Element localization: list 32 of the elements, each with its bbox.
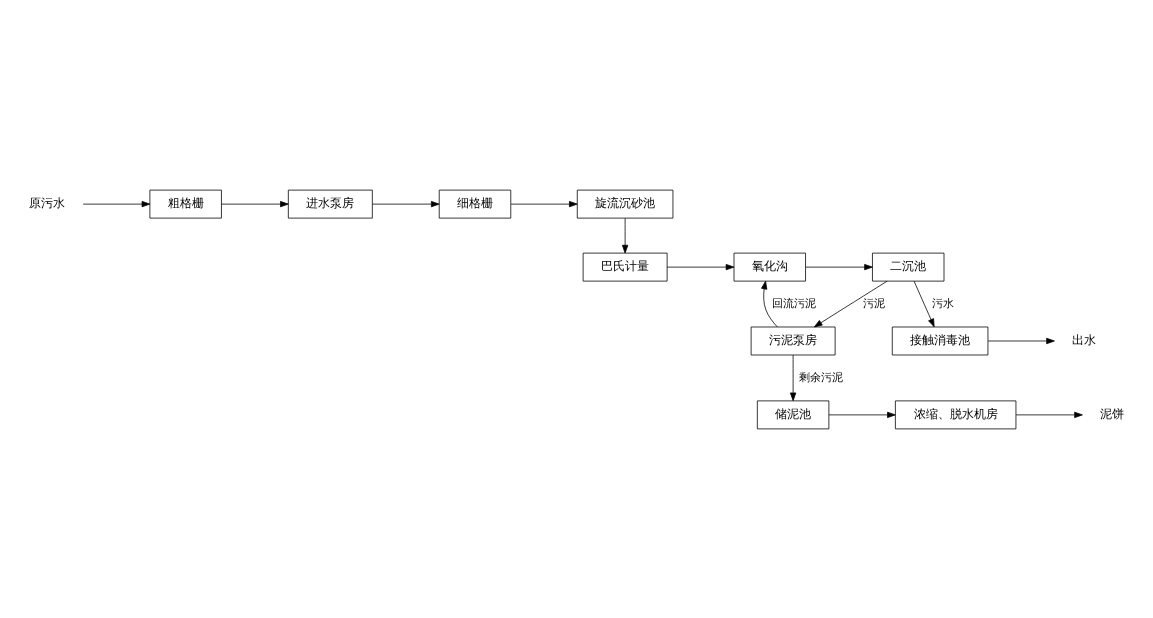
arrow — [622, 217, 629, 253]
node-box: 储泥池 — [756, 400, 830, 429]
arrow — [813, 280, 888, 327]
arrow — [372, 200, 440, 207]
arrow — [510, 200, 578, 207]
arrow — [913, 280, 935, 327]
node-box: 旋流沉砂池 — [576, 189, 674, 218]
edge-label: 污泥 — [863, 296, 886, 310]
node-text: 出水 — [1072, 331, 1096, 347]
node-box: 细格栅 — [438, 189, 512, 218]
node-box: 二沉池 — [872, 252, 945, 281]
edge-label: 剩余污泥 — [798, 370, 843, 384]
arrow — [1015, 411, 1083, 418]
arrow — [987, 337, 1055, 344]
node-text: 泥饼 — [1100, 405, 1124, 421]
arrow — [221, 200, 289, 207]
node-box: 粗格栅 — [149, 189, 222, 218]
arrow — [666, 263, 735, 270]
arrow — [761, 280, 778, 327]
arrow — [828, 411, 896, 418]
node-box: 氧化沟 — [733, 252, 806, 281]
arrow — [82, 200, 151, 207]
node-box: 巴氏计量 — [582, 252, 668, 281]
edge-label: 回流污泥 — [771, 296, 816, 310]
node-box: 进水泵房 — [287, 189, 373, 218]
node-box: 浓缩、脱水机房 — [895, 400, 1017, 429]
arrow — [790, 354, 797, 401]
node-text: 原污水 — [29, 194, 66, 210]
edge-label: 污水 — [931, 296, 954, 310]
node-box: 接触消毒池 — [891, 326, 989, 355]
node-box: 污泥泵房 — [750, 326, 836, 355]
arrow — [805, 263, 873, 270]
